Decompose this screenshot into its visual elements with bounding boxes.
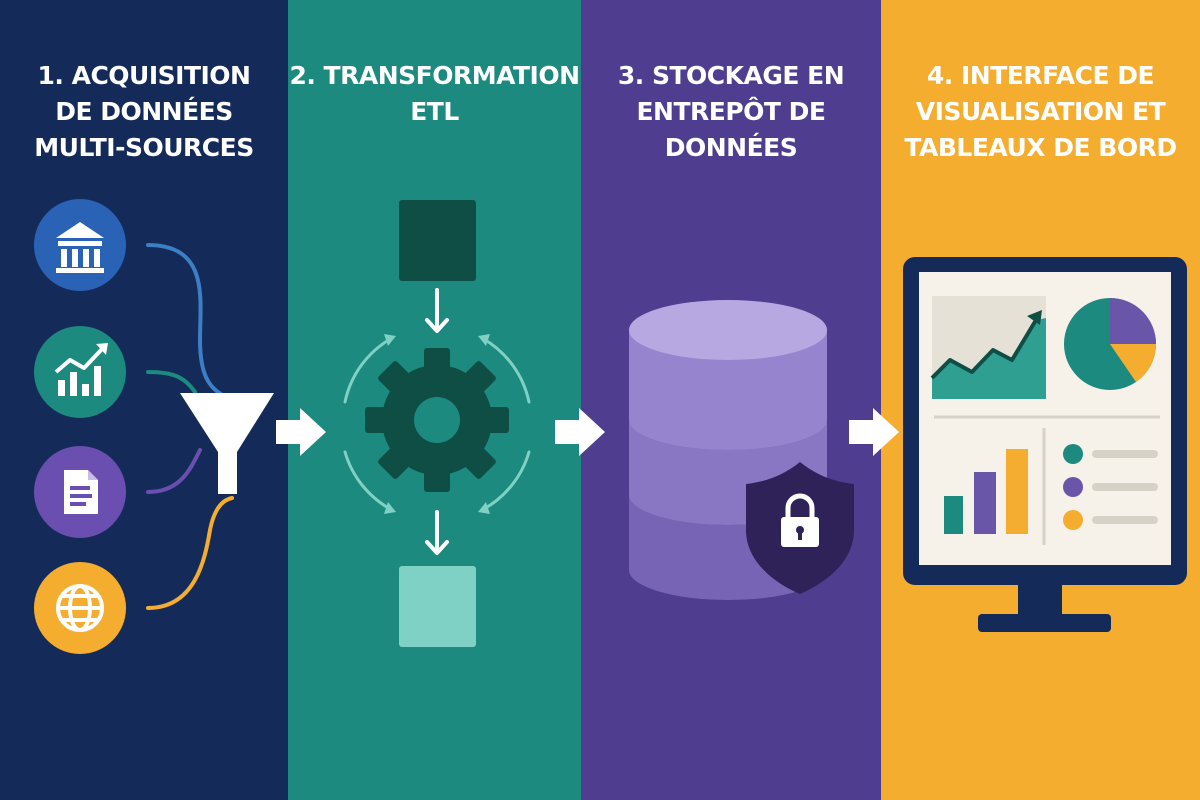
document-icon [34, 446, 126, 538]
growth-chart-icon [34, 326, 126, 418]
step-title-dashboard: 4. Interface de visualisation et tableau… [881, 58, 1200, 166]
down-arrow-icon [425, 288, 449, 333]
input-block-icon [399, 200, 476, 281]
right-arrow-icon [276, 408, 326, 456]
line-chart-icon [930, 296, 1046, 399]
title-line: tableaux de bord [904, 133, 1177, 162]
source-connector-lines [146, 243, 234, 610]
database-icon [629, 300, 827, 600]
bar-chart-icon [944, 449, 1028, 534]
bank-icon [34, 199, 126, 291]
pie-chart-icon [1064, 298, 1157, 390]
down-arrow-icon [425, 510, 449, 555]
funnel-icon [180, 393, 274, 494]
shield-lock-icon [746, 462, 854, 594]
right-arrow-icon [555, 408, 605, 456]
step-title-transformation: 2. Transformation ETL [288, 58, 581, 130]
output-block-icon [399, 566, 476, 647]
title-line: 3. Stockage en [617, 61, 845, 90]
step-title-storage: 3. Stockage en entrepôt de données [581, 58, 881, 166]
title-line: 2. Transformation [289, 61, 580, 90]
gear-icon [365, 348, 509, 492]
title-line: ETL [410, 97, 459, 126]
right-arrow-icon [849, 408, 899, 456]
title-line: 1. Acquisition [37, 61, 251, 90]
title-line: visualisation et [915, 97, 1166, 126]
step-title-acquisition: 1. Acquisition de données multi-sources [0, 58, 288, 166]
title-line: multi-sources [34, 133, 254, 162]
title-line: de données [55, 97, 233, 126]
globe-icon [34, 562, 126, 654]
title-line: entrepôt de données [636, 97, 826, 162]
cycle-arrows-icon [343, 334, 531, 514]
title-line: 4. Interface de [926, 61, 1155, 90]
legend-icon [1063, 444, 1158, 530]
